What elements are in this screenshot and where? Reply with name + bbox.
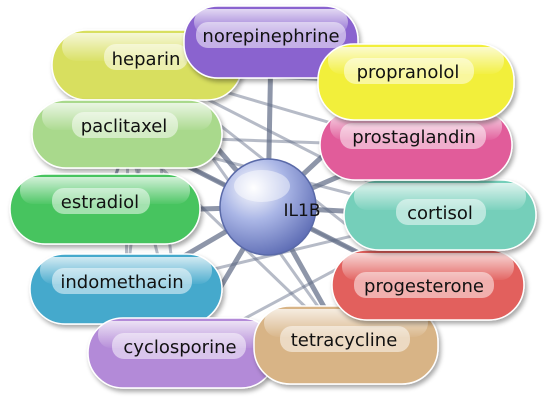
label-indomethacin: indomethacin [60, 272, 183, 293]
label-prostaglandin: prostaglandin [352, 127, 476, 148]
label-propranolol: propranolol [357, 62, 460, 83]
label-norepinephrine: norepinephrine [202, 26, 339, 47]
node-estradiol[interactable]: estradiol [9, 173, 201, 245]
node-indomethacin[interactable]: indomethacin [29, 253, 223, 325]
label-cyclosporine: cyclosporine [123, 337, 236, 358]
node-cyclosporine[interactable]: cyclosporine [87, 317, 277, 389]
label-paclitaxel: paclitaxel [81, 116, 168, 137]
drug-nodes: heparin paclitaxel estradiol indomethaci… [9, 5, 537, 389]
hub-node-il1b[interactable]: IL1B [219, 158, 321, 256]
node-paclitaxel[interactable]: paclitaxel [31, 99, 223, 169]
label-cortisol: cortisol [407, 203, 473, 224]
label-progesterone: progesterone [364, 276, 484, 297]
hub-label: IL1B [284, 201, 321, 221]
node-norepinephrine[interactable]: norepinephrine [183, 5, 359, 79]
node-prostaglandin[interactable]: prostaglandin [319, 109, 513, 181]
hub-gloss [234, 170, 290, 202]
label-tetracycline: tetracycline [291, 330, 398, 351]
label-heparin: heparin [112, 49, 181, 70]
hub-circle [219, 158, 317, 256]
node-propranolol[interactable]: propranolol [317, 43, 515, 121]
label-estradiol: estradiol [61, 192, 139, 213]
node-cortisol[interactable]: cortisol [343, 179, 537, 251]
node-progesterone[interactable]: progesterone [331, 249, 525, 321]
